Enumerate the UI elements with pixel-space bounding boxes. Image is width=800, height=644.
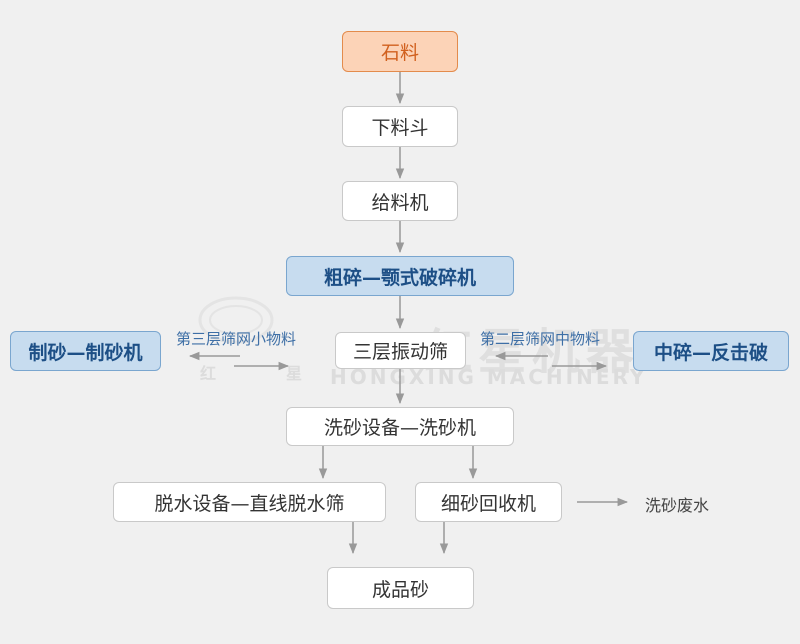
node-dewatering-screen: 脱水设备—直线脱水筛 (113, 482, 386, 522)
node-sand-making: 制砂—制砂机 (10, 331, 161, 371)
node-sand-washer: 洗砂设备—洗砂机 (286, 407, 514, 446)
watermark-logo-char-2: 星 (286, 364, 303, 383)
watermark-logo-char-1: 红 (200, 364, 217, 383)
node-coarse-crusher: 粗碎—颚式破碎机 (286, 256, 514, 296)
node-finished-sand: 成品砂 (327, 567, 474, 609)
label-wastewater: 洗砂废水 (645, 496, 710, 515)
label-layer3-small: 第三层筛网小物料 (176, 330, 297, 348)
node-stone: 石料 (342, 31, 458, 72)
label-layer2-medium: 第二层筛网中物料 (480, 330, 601, 348)
node-vibrating-screen: 三层振动筛 (335, 332, 466, 369)
node-fine-sand-recovery: 细砂回收机 (415, 482, 562, 522)
watermark-logo-icon (198, 296, 274, 344)
node-medium-crusher: 中碎—反击破 (633, 331, 789, 371)
node-hopper: 下料斗 (342, 106, 458, 147)
watermark-brand-en: HONGXING MACHINERY (330, 365, 648, 389)
node-feeder: 给料机 (342, 181, 458, 221)
